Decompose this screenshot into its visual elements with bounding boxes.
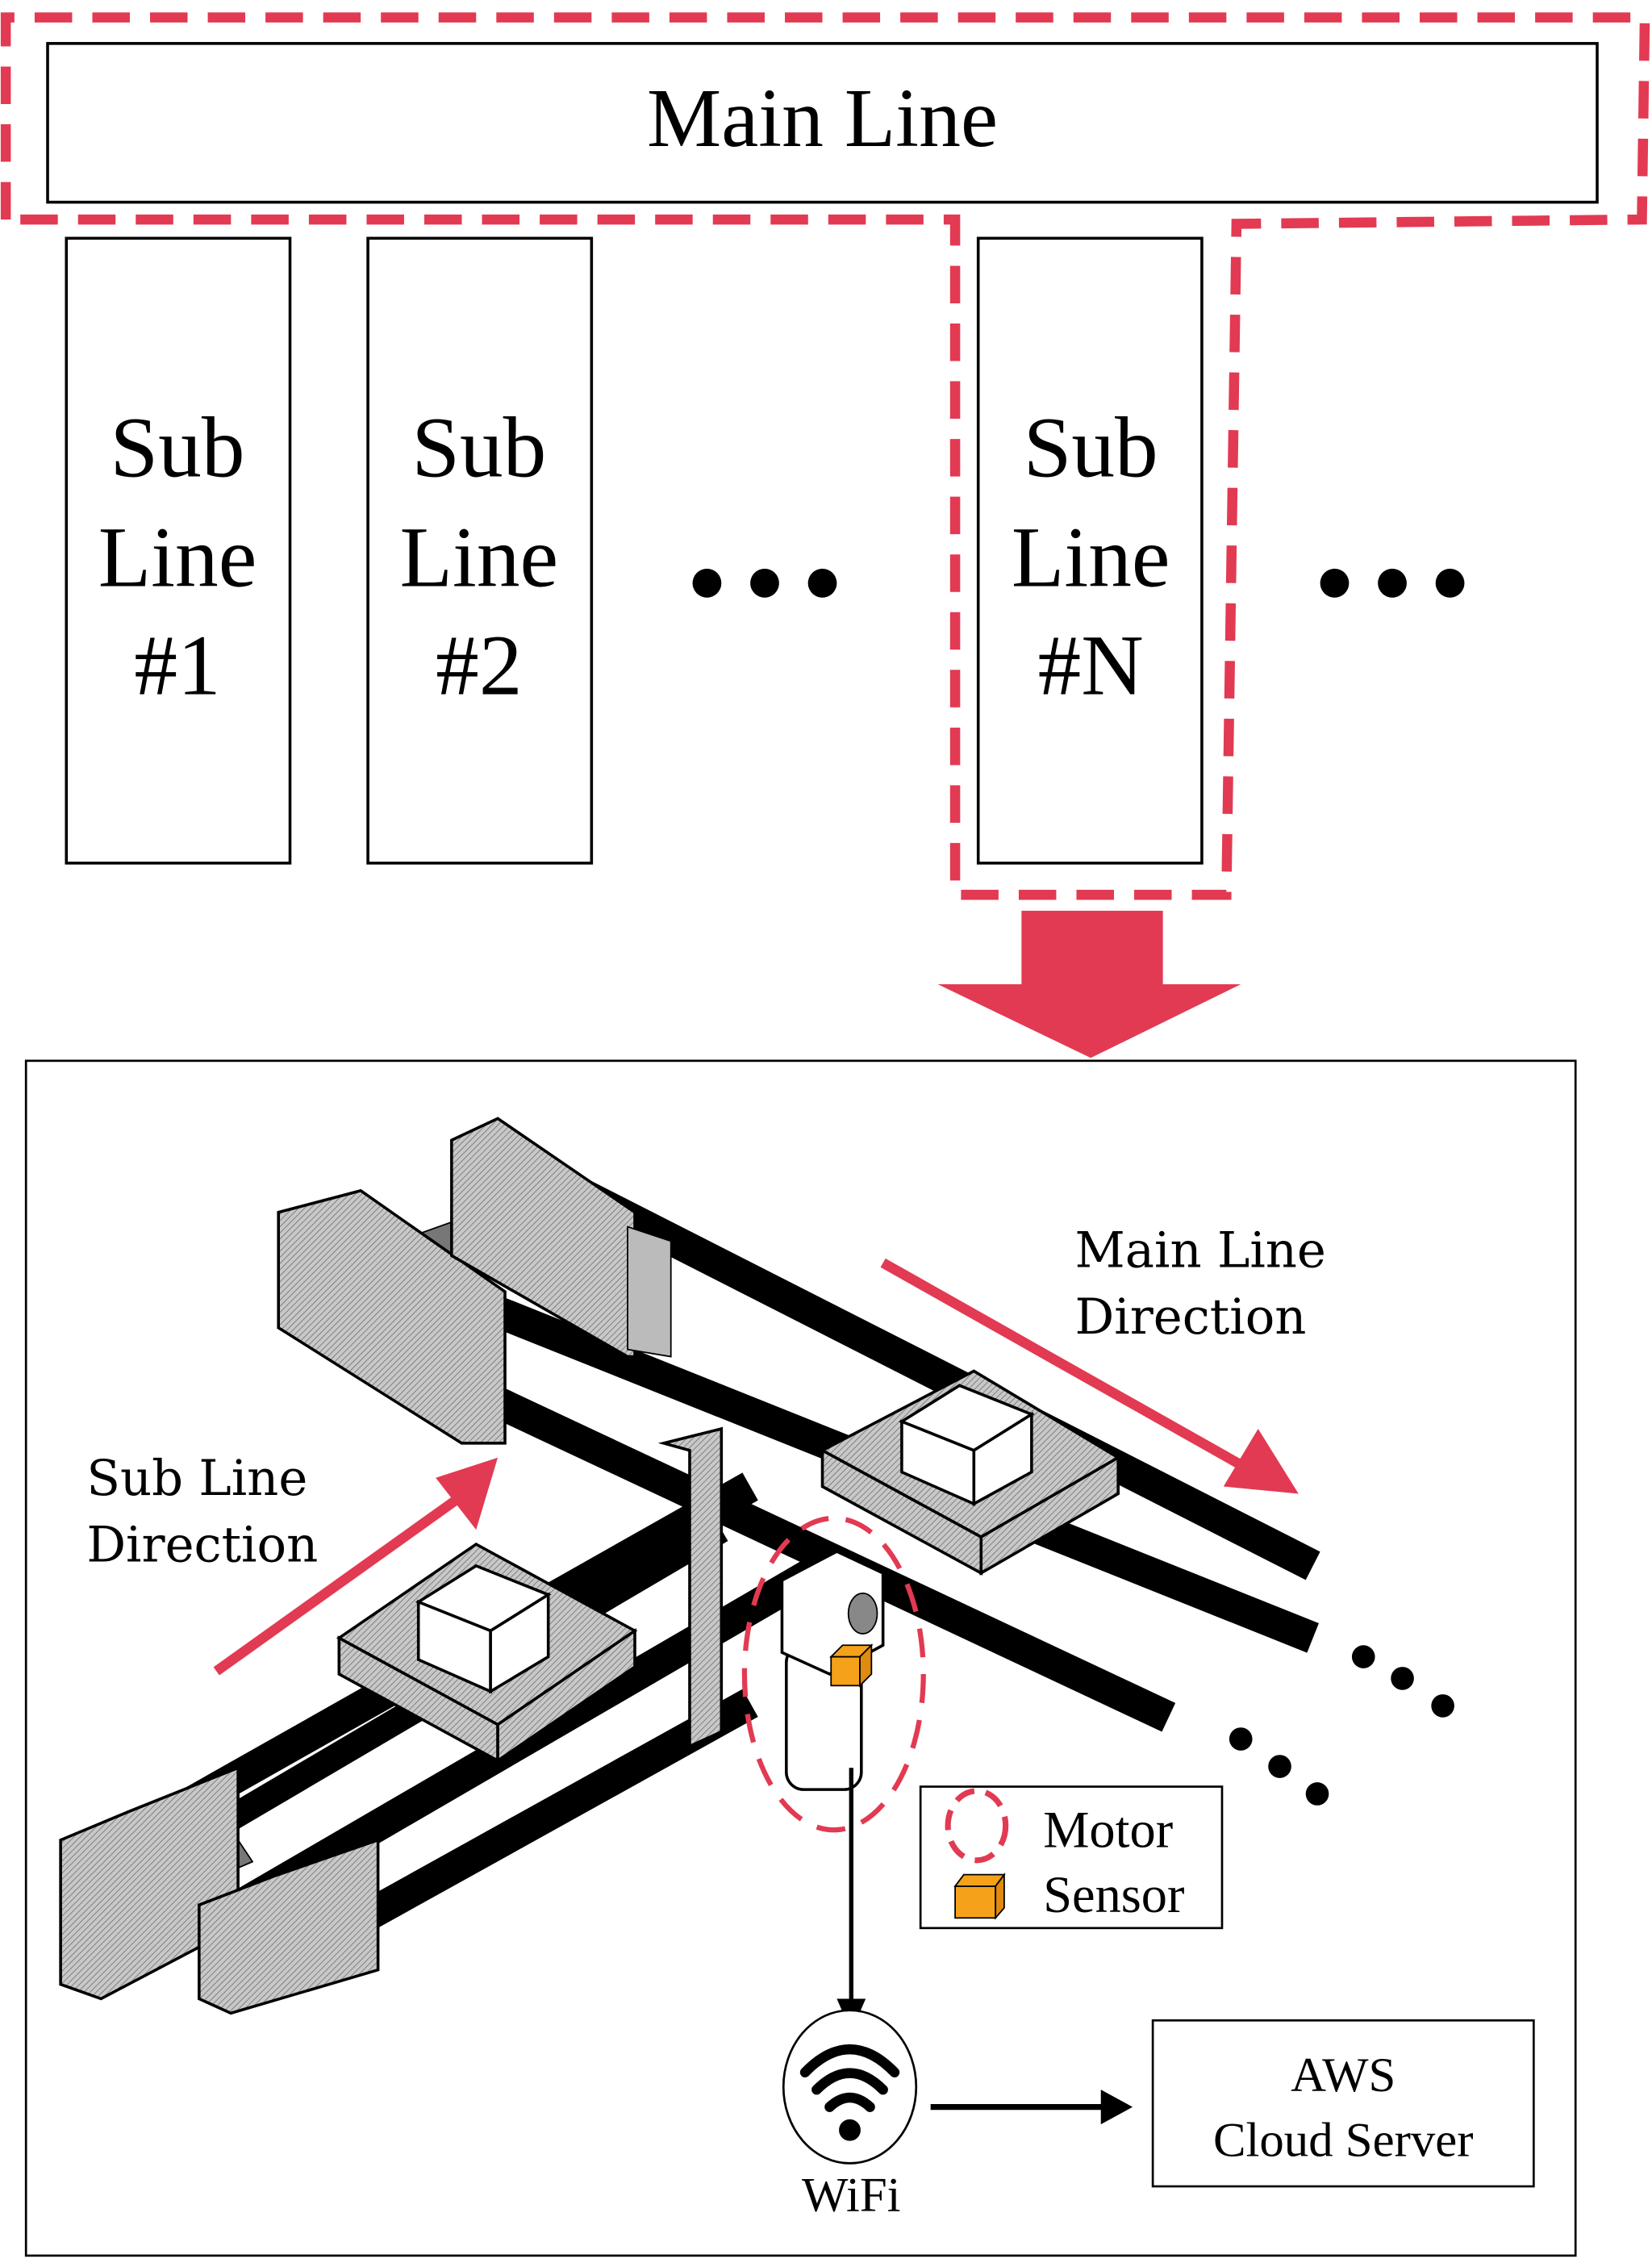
ellipsis-2 — [1320, 568, 1465, 598]
wifi-label: WiFi — [802, 2168, 901, 2222]
motor-legend-icon — [945, 1788, 1009, 1864]
main-direction-arrow — [880, 1258, 1299, 1494]
sub-direction-arrow — [213, 1457, 499, 1676]
sub-line-2-text: Line — [400, 509, 559, 605]
sub-line-n: Sub Line #N — [976, 236, 1204, 865]
box-main — [898, 1384, 1035, 1506]
legend-motor-label: Motor — [1043, 1802, 1173, 1859]
sensor-icon — [829, 1643, 874, 1688]
sub-line-1-text: Sub — [111, 399, 245, 495]
motor-highlight — [741, 1515, 926, 1833]
sub-line-2: Sub Line #2 — [366, 236, 594, 865]
main-line-label: Main Line — [647, 73, 998, 165]
continuation-dots — [1229, 1645, 1454, 1806]
aws-label: Cloud Server — [1213, 2113, 1474, 2167]
main-line-highlight — [0, 12, 1650, 900]
wifi-node: WiFi — [782, 2009, 918, 2222]
sensor-legend-icon — [953, 1872, 1006, 1920]
legend: Motor Sensor — [919, 1785, 1224, 1930]
sub-line-2-number: #2 — [436, 618, 522, 714]
sub-line-1-number: #1 — [134, 618, 220, 714]
main-direction-label: Main Line — [1075, 1223, 1326, 1280]
ellipsis-1 — [692, 568, 837, 598]
main-line-box: Main Line — [46, 42, 1599, 204]
sub-line-n-text: Sub — [1024, 399, 1158, 495]
wifi-icon — [799, 2044, 900, 2141]
legend-sensor-label: Sensor — [1043, 1866, 1184, 1923]
aws-cloud-server: AWS Cloud Server — [1151, 2019, 1535, 2188]
sub-line-n-number: #N — [1038, 618, 1144, 714]
motor — [741, 1515, 926, 1833]
box-sub — [415, 1564, 552, 1694]
main-direction-label: Direction — [1075, 1289, 1307, 1346]
sub-line-n-text: Line — [1012, 509, 1170, 605]
sub-direction-label: Sub Line — [86, 1451, 307, 1507]
main-line-conveyor — [277, 1117, 1320, 1732]
sub-line-1-text: Line — [98, 509, 257, 605]
aws-label: AWS — [1291, 2048, 1395, 2102]
wifi-to-aws-arrow — [930, 2090, 1133, 2125]
sub-line-1: Sub Line #1 — [65, 236, 292, 865]
sub-line-2-text: Sub — [411, 399, 546, 495]
zoom-down-arrow — [937, 910, 1241, 1058]
sub-direction-label: Direction — [86, 1518, 318, 1574]
